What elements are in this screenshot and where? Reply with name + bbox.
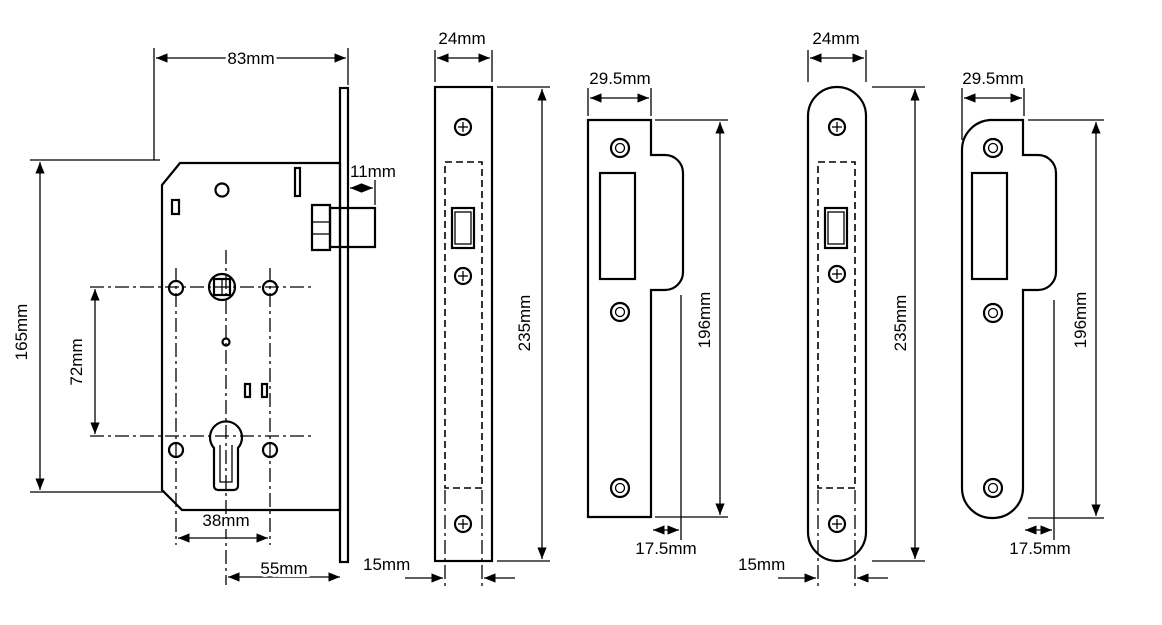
strike-width-label: 29.5mm bbox=[589, 69, 650, 88]
screw-hole-icon bbox=[827, 117, 847, 137]
round-faceplate-offset-label: 15mm bbox=[738, 555, 785, 574]
screw-hole-icon bbox=[453, 266, 473, 286]
square-strike-plate-drawing bbox=[586, 88, 728, 540]
round-strike-length-label: 196mm bbox=[1071, 292, 1090, 349]
round-faceplate-width-label: 24mm bbox=[812, 29, 859, 48]
round-faceplate-length-label: 235mm bbox=[891, 295, 910, 352]
lock-dimension-lines bbox=[30, 48, 376, 582]
strike-lip-label: 17.5mm bbox=[635, 539, 696, 558]
screw-hole-icon bbox=[609, 477, 631, 499]
round-strike-plate-drawing bbox=[960, 88, 1104, 540]
centre-distance-label: 72mm bbox=[67, 338, 86, 385]
screw-hole-icon bbox=[453, 117, 473, 137]
screw-hole-icon bbox=[609, 301, 631, 323]
latch-projection-label: 11mm bbox=[350, 162, 396, 181]
screw-hole-icon bbox=[982, 137, 1004, 159]
lock-body-drawing bbox=[90, 86, 377, 585]
screw-hole-icon bbox=[827, 514, 847, 534]
screw-hole-icon bbox=[453, 514, 473, 534]
square-faceplate-drawing bbox=[405, 50, 550, 590]
lock-height-label: 165mm bbox=[12, 304, 31, 361]
backset-label: 55mm bbox=[260, 559, 307, 578]
round-strike-width-label: 29.5mm bbox=[962, 69, 1023, 88]
screw-hole-icon bbox=[982, 302, 1004, 324]
round-faceplate-drawing bbox=[778, 50, 925, 590]
strike-length-label: 196mm bbox=[695, 292, 714, 349]
faceplate-width-label: 24mm bbox=[438, 29, 485, 48]
round-strike-lip-label: 17.5mm bbox=[1009, 539, 1070, 558]
faceplate-length-label: 235mm bbox=[515, 295, 534, 352]
screw-hole-icon bbox=[827, 264, 847, 284]
screw-hole-icon bbox=[982, 477, 1004, 499]
faceplate-offset-label: 15mm bbox=[363, 555, 410, 574]
screw-hole-icon bbox=[609, 137, 631, 159]
lock-width-label: 83mm bbox=[227, 49, 274, 68]
cylinder-spacing-label: 38mm bbox=[202, 511, 249, 530]
